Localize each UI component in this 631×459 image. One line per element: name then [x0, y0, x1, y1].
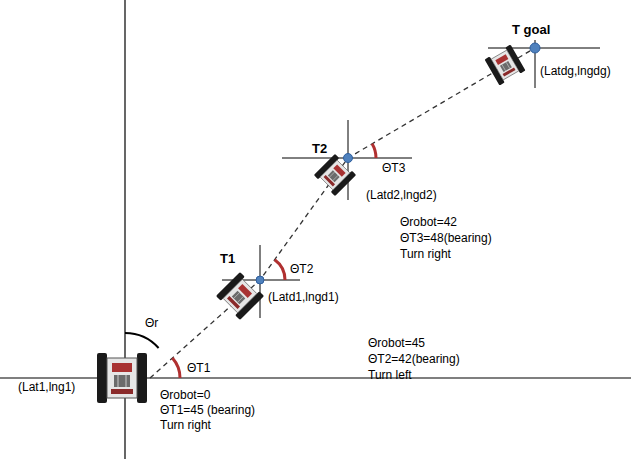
path-dashed: [150, 48, 535, 378]
waypoints: [256, 43, 540, 284]
angle-arcs: [125, 144, 376, 378]
coordinate-label: (Latdg,lngdg): [540, 64, 611, 79]
angle-label: Θr: [145, 316, 158, 331]
heading-note: Θrobot=45: [368, 336, 425, 351]
bearing-note: ΘT2=42(bearing): [368, 352, 460, 367]
bearing-note: ΘT1=45 (bearing): [160, 403, 255, 418]
angle-label: ΘT3: [382, 161, 405, 176]
coordinate-label: (Latd1,lngd1): [268, 290, 339, 305]
heading-note: Θrobot=0: [160, 388, 210, 403]
waypoint-name: T1: [220, 251, 235, 266]
angle-label: ΘT1: [187, 361, 210, 376]
robots: [97, 45, 525, 403]
crosshairs: [222, 40, 600, 318]
turn-note: Turn left: [368, 368, 412, 383]
coordinate-label: (Latd2,lngd2): [366, 188, 437, 203]
turn-note: Turn right: [400, 247, 451, 262]
angle-label: ΘT2: [290, 262, 313, 277]
coordinate-label: (Lat1,lng1): [18, 380, 75, 395]
heading-note: Θrobot=42: [400, 215, 457, 230]
waypoint-name: T2: [312, 141, 327, 156]
bearing-note: ΘT3=48(bearing): [400, 231, 492, 246]
waypoint-name: T goal: [512, 22, 550, 37]
turn-note: Turn right: [160, 418, 211, 433]
